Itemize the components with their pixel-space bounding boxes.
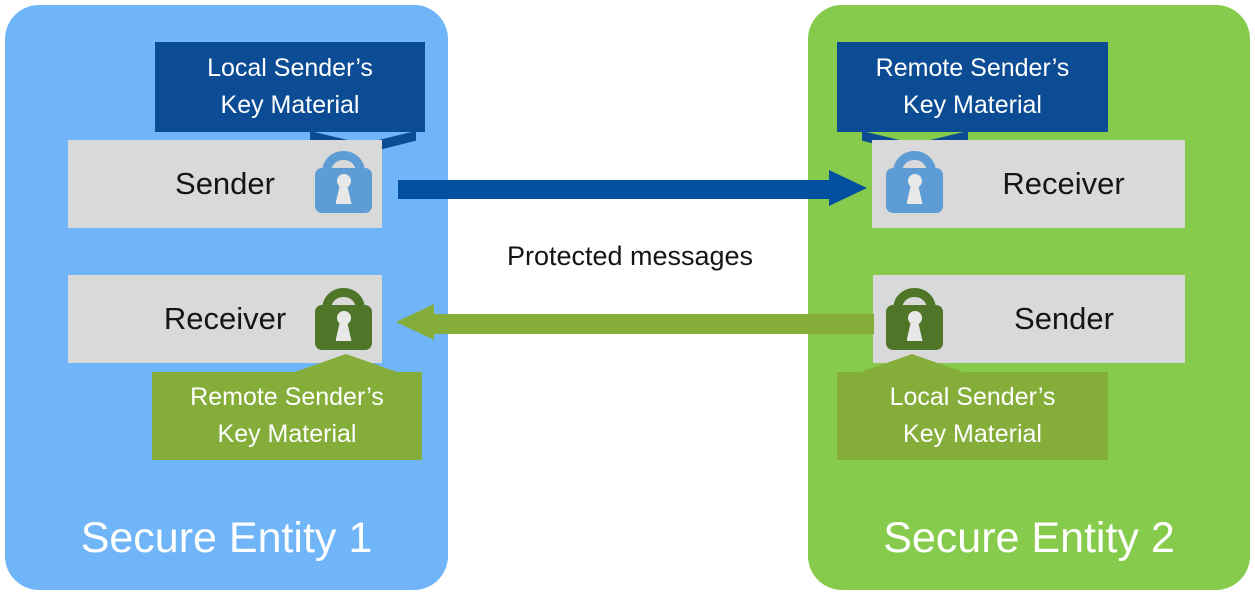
keyhole-stem: [906, 320, 923, 341]
arrow-head-left-icon: [396, 304, 434, 340]
padlock-body: [886, 168, 943, 213]
padlock-icon: [886, 288, 943, 350]
sender-label: Sender: [175, 166, 275, 201]
keyhole-stem: [906, 183, 923, 204]
local-sender-key-material-callout-entity2: Local Sender’s Key Material: [837, 372, 1108, 460]
padlock-icon: [886, 151, 943, 213]
callout-line: Local Sender’s: [207, 53, 373, 82]
callout-line: Local Sender’s: [889, 382, 1056, 411]
callout-line: Remote Sender’s: [190, 382, 384, 411]
padlock-shackle: [322, 288, 365, 320]
callout-line: Remote Sender’s: [875, 53, 1070, 82]
receiver-label: Receiver: [1002, 166, 1125, 201]
arrow-shaft: [430, 314, 874, 334]
padlock-shackle: [322, 151, 365, 183]
receiver-label: Receiver: [163, 301, 287, 336]
remote-sender-key-material-callout-entity1: Remote Sender’s Key Material: [152, 372, 422, 460]
arrow-shaft: [398, 180, 833, 199]
padlock-shackle: [893, 288, 936, 320]
local-sender-key-material-callout-entity1: Local Sender’s Key Material: [155, 42, 425, 132]
padlock-shackle: [893, 151, 936, 183]
padlock-icon: [315, 288, 372, 350]
padlock-body: [886, 305, 943, 350]
padlock-icon: [315, 151, 372, 213]
secure-entity-2-title: Secure Entity 2: [883, 514, 1175, 562]
protected-message-arrow-right: [398, 170, 867, 206]
protected-message-arrow-left: [396, 304, 874, 341]
sender-label: Sender: [1014, 301, 1114, 336]
remote-sender-key-material-callout-entity2: Remote Sender’s Key Material: [837, 42, 1108, 132]
padlock-body: [315, 168, 372, 213]
protected-messages-label: Protected messages: [506, 241, 754, 271]
callout-line: Key Material: [903, 420, 1042, 448]
keyhole-stem: [335, 320, 352, 341]
arrow-head-right-icon: [829, 170, 867, 206]
secure-entity-1-title: Secure Entity 1: [80, 514, 373, 562]
callout-line: Key Material: [903, 91, 1042, 119]
callout-line: Key Material: [217, 420, 357, 448]
callout-line: Key Material: [220, 91, 360, 119]
padlock-body: [315, 305, 372, 350]
keyhole-stem: [335, 183, 352, 204]
